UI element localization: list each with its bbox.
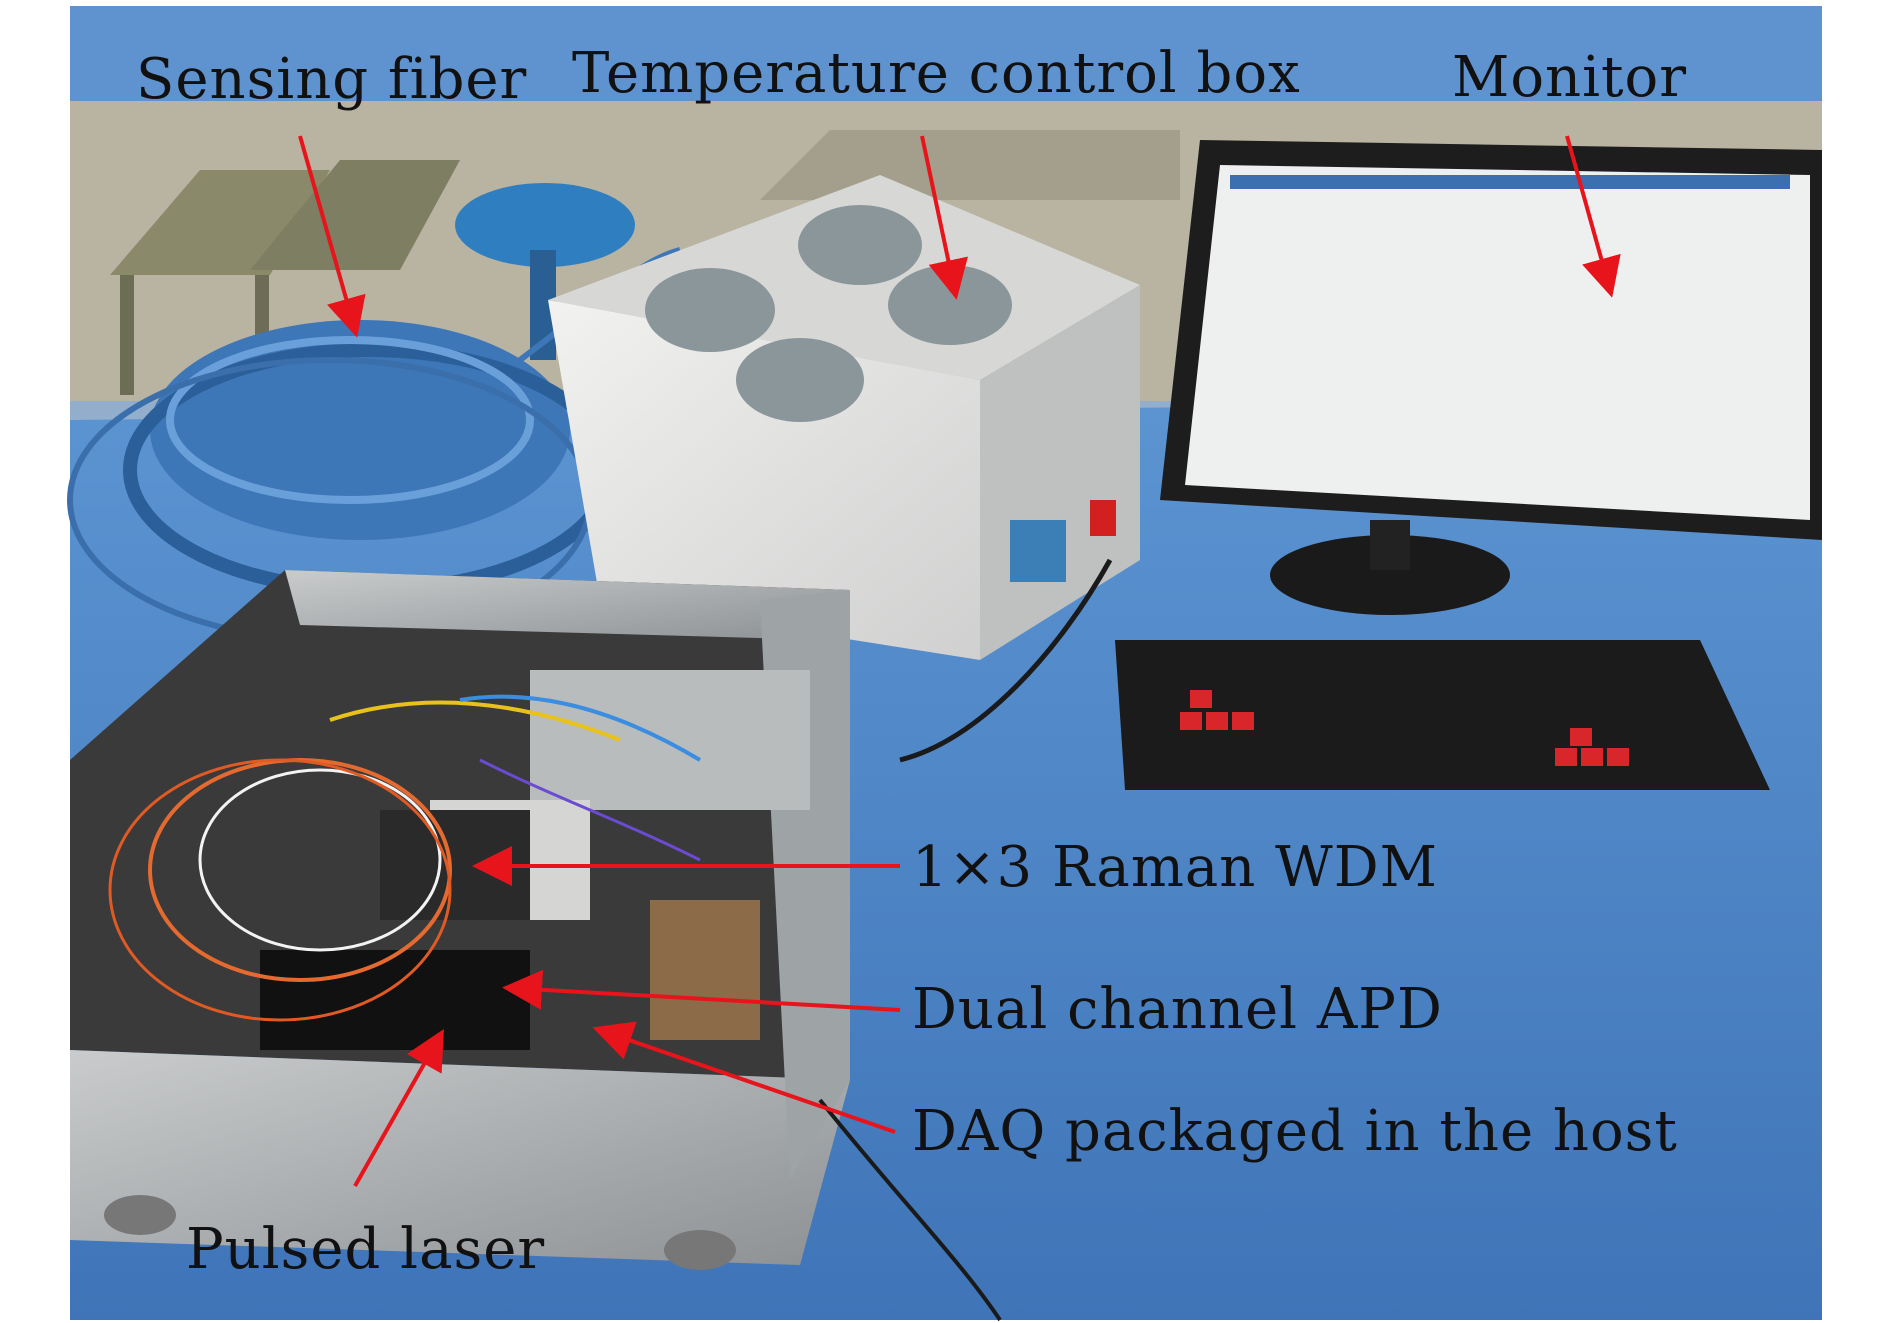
arrow-pulsed-laser (353, 1029, 444, 1187)
arrow-sensing-fiber (298, 135, 366, 338)
label-temperature-control-box: Temperature control box (572, 41, 1301, 106)
annotation-arrows (298, 135, 1621, 1187)
arrow-daq (592, 1021, 896, 1134)
keyboard (1115, 640, 1770, 790)
data-cable (818, 1098, 1002, 1322)
label-daq: DAQ packaged in the host (912, 1099, 1678, 1164)
stools (110, 130, 1180, 395)
label-pulsed-laser: Pulsed laser (186, 1217, 546, 1282)
temperature-control-box (548, 175, 1140, 660)
arrow-temperature-box (920, 135, 968, 300)
sensing-fiber-coil (67, 247, 681, 643)
label-monitor: Monitor (1452, 45, 1688, 110)
power-cable (899, 558, 1113, 763)
arrow-dual-channel-apd (502, 969, 901, 1012)
label-sensing-fiber: Sensing fiber (136, 47, 528, 112)
host-chassis (70, 570, 850, 1270)
label-raman-wdm: 1×3 Raman WDM (912, 835, 1438, 900)
arrow-monitor (1565, 135, 1621, 298)
photo (67, 6, 1822, 1322)
label-dual-channel-apd: Dual channel APD (912, 977, 1443, 1042)
monitor-device (1160, 140, 1822, 615)
